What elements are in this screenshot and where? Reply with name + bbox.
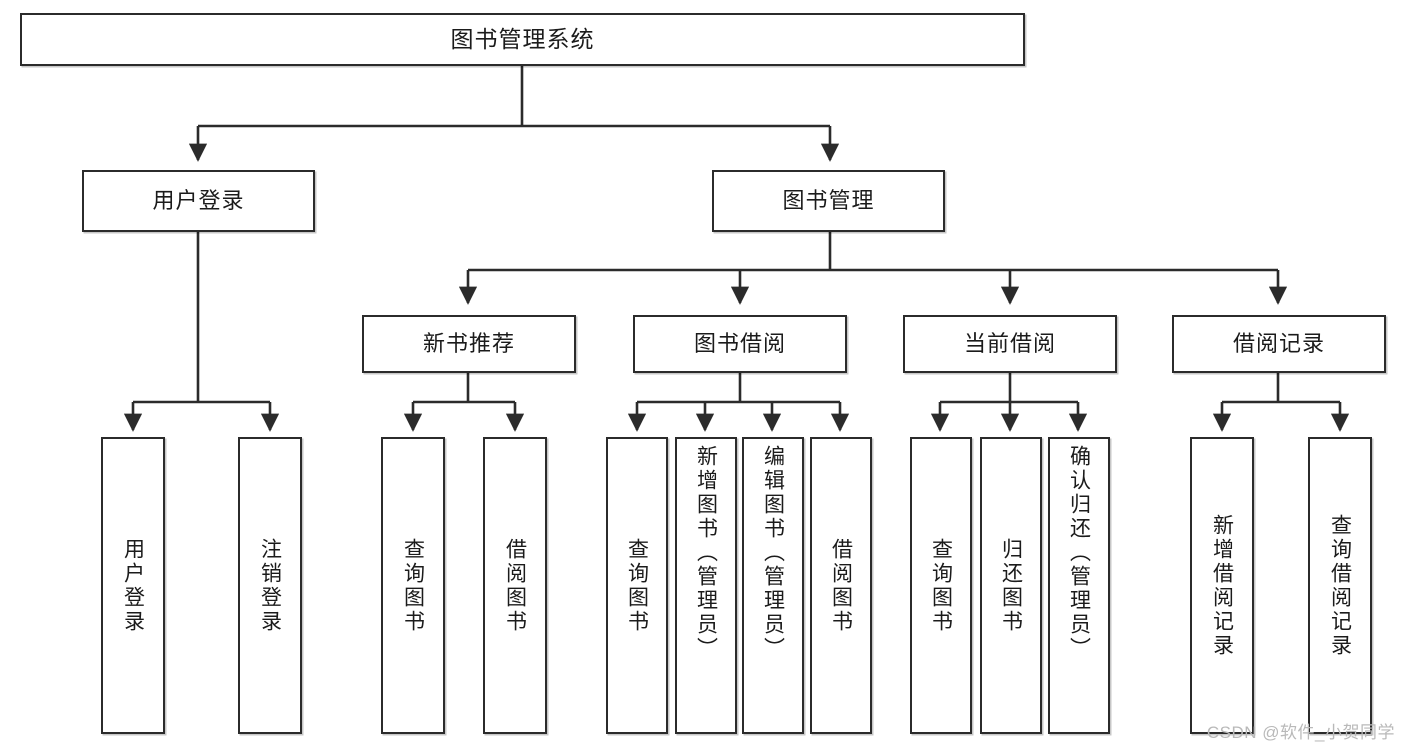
node-label: 用户登录	[121, 537, 145, 634]
node-label: 查询图书	[929, 537, 953, 634]
csdn-watermark: CSDN @软件_小贺同学	[1206, 723, 1395, 742]
node-label: 新书推荐	[422, 330, 515, 356]
node-label: 归还图书	[999, 537, 1023, 634]
node-user-login[interactable]: 用户登录	[82, 170, 315, 232]
leaf-borrow-record-query[interactable]: 查询借阅记录	[1308, 437, 1372, 734]
node-label: 当前借阅	[963, 330, 1056, 356]
node-label: 确认归还（管理员）	[1067, 445, 1091, 661]
node-label: 新增图书（管理员）	[694, 445, 718, 661]
node-label: 借阅记录	[1232, 330, 1325, 356]
node-label: 注销登录	[258, 537, 282, 634]
node-label: 图书借阅	[693, 330, 786, 356]
node-book-management[interactable]: 图书管理	[712, 170, 945, 232]
leaf-current-borrow-query[interactable]: 查询图书	[910, 437, 972, 734]
node-label: 图书管理系统	[450, 25, 595, 52]
leaf-borrow-record-add[interactable]: 新增借阅记录	[1190, 437, 1254, 734]
node-book-borrow[interactable]: 图书借阅	[633, 315, 847, 373]
node-new-book-recommend[interactable]: 新书推荐	[362, 315, 576, 373]
node-label: 新增借阅记录	[1210, 513, 1234, 658]
node-root-system[interactable]: 图书管理系统	[20, 13, 1025, 66]
node-current-borrow[interactable]: 当前借阅	[903, 315, 1117, 373]
leaf-book-borrow-add-admin[interactable]: 新增图书（管理员）	[675, 437, 737, 734]
node-label: 查询图书	[625, 537, 649, 634]
leaf-book-borrow-borrow[interactable]: 借阅图书	[810, 437, 872, 734]
node-label: 查询图书	[401, 537, 425, 634]
node-label: 借阅图书	[503, 537, 527, 634]
node-borrow-record[interactable]: 借阅记录	[1172, 315, 1386, 373]
leaf-current-borrow-confirm-admin[interactable]: 确认归还（管理员）	[1048, 437, 1110, 734]
leaf-current-borrow-return[interactable]: 归还图书	[980, 437, 1042, 734]
leaf-user-login-signout[interactable]: 注销登录	[238, 437, 302, 734]
leaf-new-book-borrow[interactable]: 借阅图书	[483, 437, 547, 734]
node-label: 查询借阅记录	[1328, 513, 1352, 658]
leaf-book-borrow-edit-admin[interactable]: 编辑图书（管理员）	[742, 437, 804, 734]
node-label: 编辑图书（管理员）	[761, 445, 785, 661]
leaf-book-borrow-query[interactable]: 查询图书	[606, 437, 668, 734]
node-label: 图书管理	[782, 187, 875, 213]
node-label: 用户登录	[152, 187, 245, 213]
node-label: 借阅图书	[829, 537, 853, 634]
leaf-new-book-query[interactable]: 查询图书	[381, 437, 445, 734]
leaf-user-login-signin[interactable]: 用户登录	[101, 437, 165, 734]
